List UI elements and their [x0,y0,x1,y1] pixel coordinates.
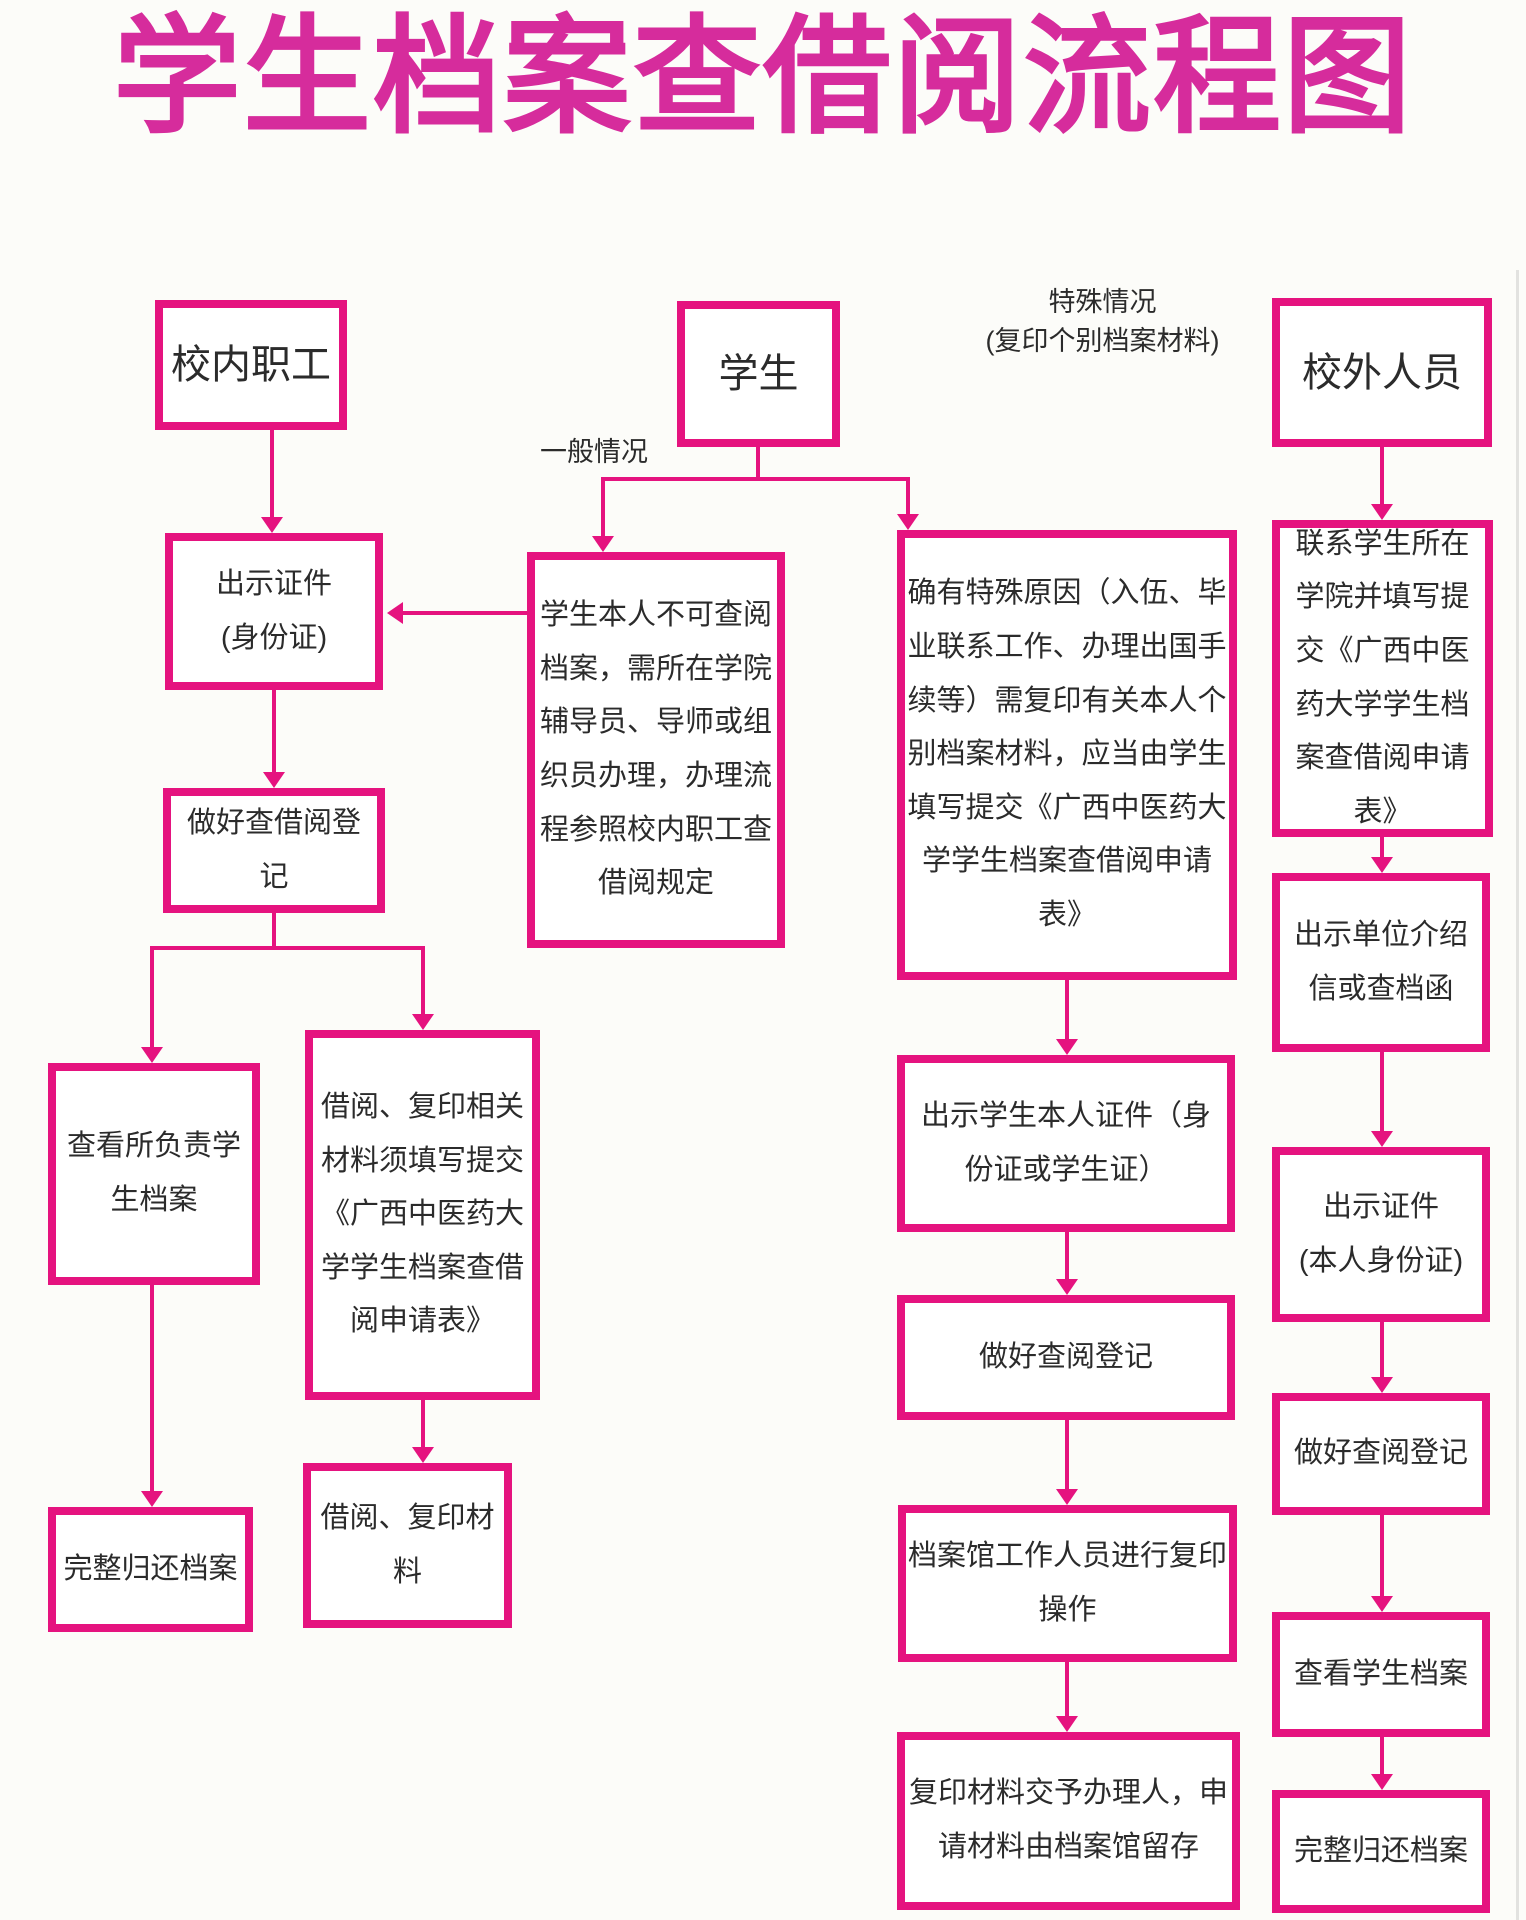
arrowhead-down [1056,1279,1078,1295]
node-copy-handover: 复印材料交予办理人，申请材料由档案馆留存 [897,1732,1240,1910]
arrowhead-down [1371,1377,1393,1393]
node-label: 完整归还档案 [1293,1834,1468,1867]
connector-line [906,477,910,514]
connector-line [1380,1052,1384,1131]
node-label: 做好查借阅登记 [186,806,361,893]
node-label: 出示证件 (本人身份证) [1298,1190,1464,1277]
node-student-entry: 学生 [677,301,840,447]
connector-line [403,611,527,615]
node-staff-return-files: 完整归还档案 [48,1507,253,1632]
arrowhead-down [1371,1596,1393,1612]
node-staff-register: 做好查借阅登记 [163,788,385,913]
arrowhead-down [1371,1131,1393,1147]
node-student-general-note: 学生本人不可查阅档案，需所在学院辅导员、导师或组织员办理，办理流程参照校内职工查… [527,552,785,948]
arrowhead-down [412,1014,434,1030]
node-label: 做好查阅登记 [978,1340,1153,1373]
arrowhead-down [412,1447,434,1463]
node-outsider-show-id: 出示证件 (本人身份证) [1272,1147,1490,1322]
node-outsider-letter: 出示单位介绍信或查档函 [1272,873,1490,1052]
connector-line [1065,980,1069,1039]
node-outsider-view-files: 查看学生档案 [1272,1612,1490,1737]
node-staff-show-id: 出示证件 (身份证) [165,533,383,690]
connector-line [601,477,910,481]
connector-line [270,430,274,518]
connector-line [421,1400,425,1447]
connector-line [1065,1232,1069,1279]
node-outsider-register: 做好查阅登记 [1272,1393,1490,1515]
node-student-show-id: 出示学生本人证件（身份证或学生证） [897,1055,1235,1232]
node-label: 档案馆工作人员进行复印操作 [908,1539,1228,1626]
arrowhead-down [897,514,919,530]
arrowhead-down [1371,1774,1393,1790]
node-label: 出示单位介绍信或查档函 [1293,918,1468,1005]
connector-line [421,946,425,1014]
arrowhead-down [592,536,614,552]
arrowhead-down [1056,1489,1078,1505]
branch-label-special: 特殊情况 (复印个别档案材料) [985,287,1220,357]
node-staff-entry: 校内职工 [155,300,347,430]
node-label: 联系学生所在学院并填写提交《广西中医药大学学生档案查借阅申请表》 [1295,527,1470,828]
node-label: 借阅、复印材料 [320,1501,495,1588]
node-label: 做好查阅登记 [1293,1437,1468,1470]
connector-line [272,913,276,950]
connector-line [1380,1737,1384,1774]
node-label: 借阅、复印相关材料须填写提交《广西中医药大学学生档案查借阅申请表》 [320,1090,524,1338]
arrowhead-down [1056,1039,1078,1055]
node-outsider-return-files: 完整归还档案 [1272,1790,1490,1913]
node-label: 校外人员 [1302,350,1462,395]
arrowhead-down [1371,504,1393,520]
scan-edge-line [1516,270,1519,1920]
node-label: 出示证件 (身份证) [215,567,332,654]
node-label: 复印材料交予办理人，申请材料由档案馆留存 [908,1777,1228,1863]
node-label: 完整归还档案 [63,1552,238,1585]
connector-line [150,1285,154,1491]
connector-line [150,946,154,1047]
arrowhead-down [141,1047,163,1063]
node-outsider-entry: 校外人员 [1272,298,1492,447]
node-staff-borrow-copy: 借阅、复印材料 [303,1463,512,1628]
node-label: 出示学生本人证件（身份证或学生证） [920,1099,1211,1186]
connector-line [150,946,425,950]
connector-line [1380,837,1384,857]
connector-line [272,690,276,774]
arrowhead-down [141,1491,163,1507]
arrowhead-left [387,602,403,624]
branch-label-general: 一般情况 [540,437,648,467]
node-student-register: 做好查阅登记 [897,1295,1235,1420]
connector-line [1065,1662,1069,1716]
connector-line [1065,1420,1069,1489]
flowchart-title: 学生档案查借阅流程图 [112,6,1413,149]
connector-line [1380,1515,1384,1596]
arrowhead-down [1371,857,1393,873]
node-label: 确有特殊原因（入伍、毕业联系工作、办理出国手续等）需复印有关本人个别档案材料，应… [907,577,1227,932]
node-student-special-note: 确有特殊原因（入伍、毕业联系工作、办理出国手续等）需复印有关本人个别档案材料，应… [897,530,1237,980]
connector-line [1380,1322,1384,1377]
arrowhead-down [263,772,285,788]
node-label: 查看学生档案 [1293,1657,1468,1690]
node-label: 学生本人不可查阅档案，需所在学院辅导员、导师或组织员办理，办理流程参照校内职工查… [539,599,772,900]
node-label: 校内职工 [171,343,331,387]
arrowhead-down [261,517,283,533]
connector-line [756,445,760,481]
connector-line [601,477,605,536]
node-staff-view-files: 查看所负责学生档案 [48,1063,260,1285]
node-staff-borrow-form: 借阅、复印相关材料须填写提交《广西中医药大学学生档案查借阅申请表》 [305,1030,540,1400]
connector-line [1380,447,1384,504]
node-label: 查看所负责学生档案 [66,1130,241,1216]
node-archive-copy: 档案馆工作人员进行复印操作 [898,1505,1237,1662]
arrowhead-down [1056,1716,1078,1732]
node-label: 学生 [718,352,799,396]
node-outsider-contact: 联系学生所在学院并填写提交《广西中医药大学学生档案查借阅申请表》 [1272,520,1493,837]
